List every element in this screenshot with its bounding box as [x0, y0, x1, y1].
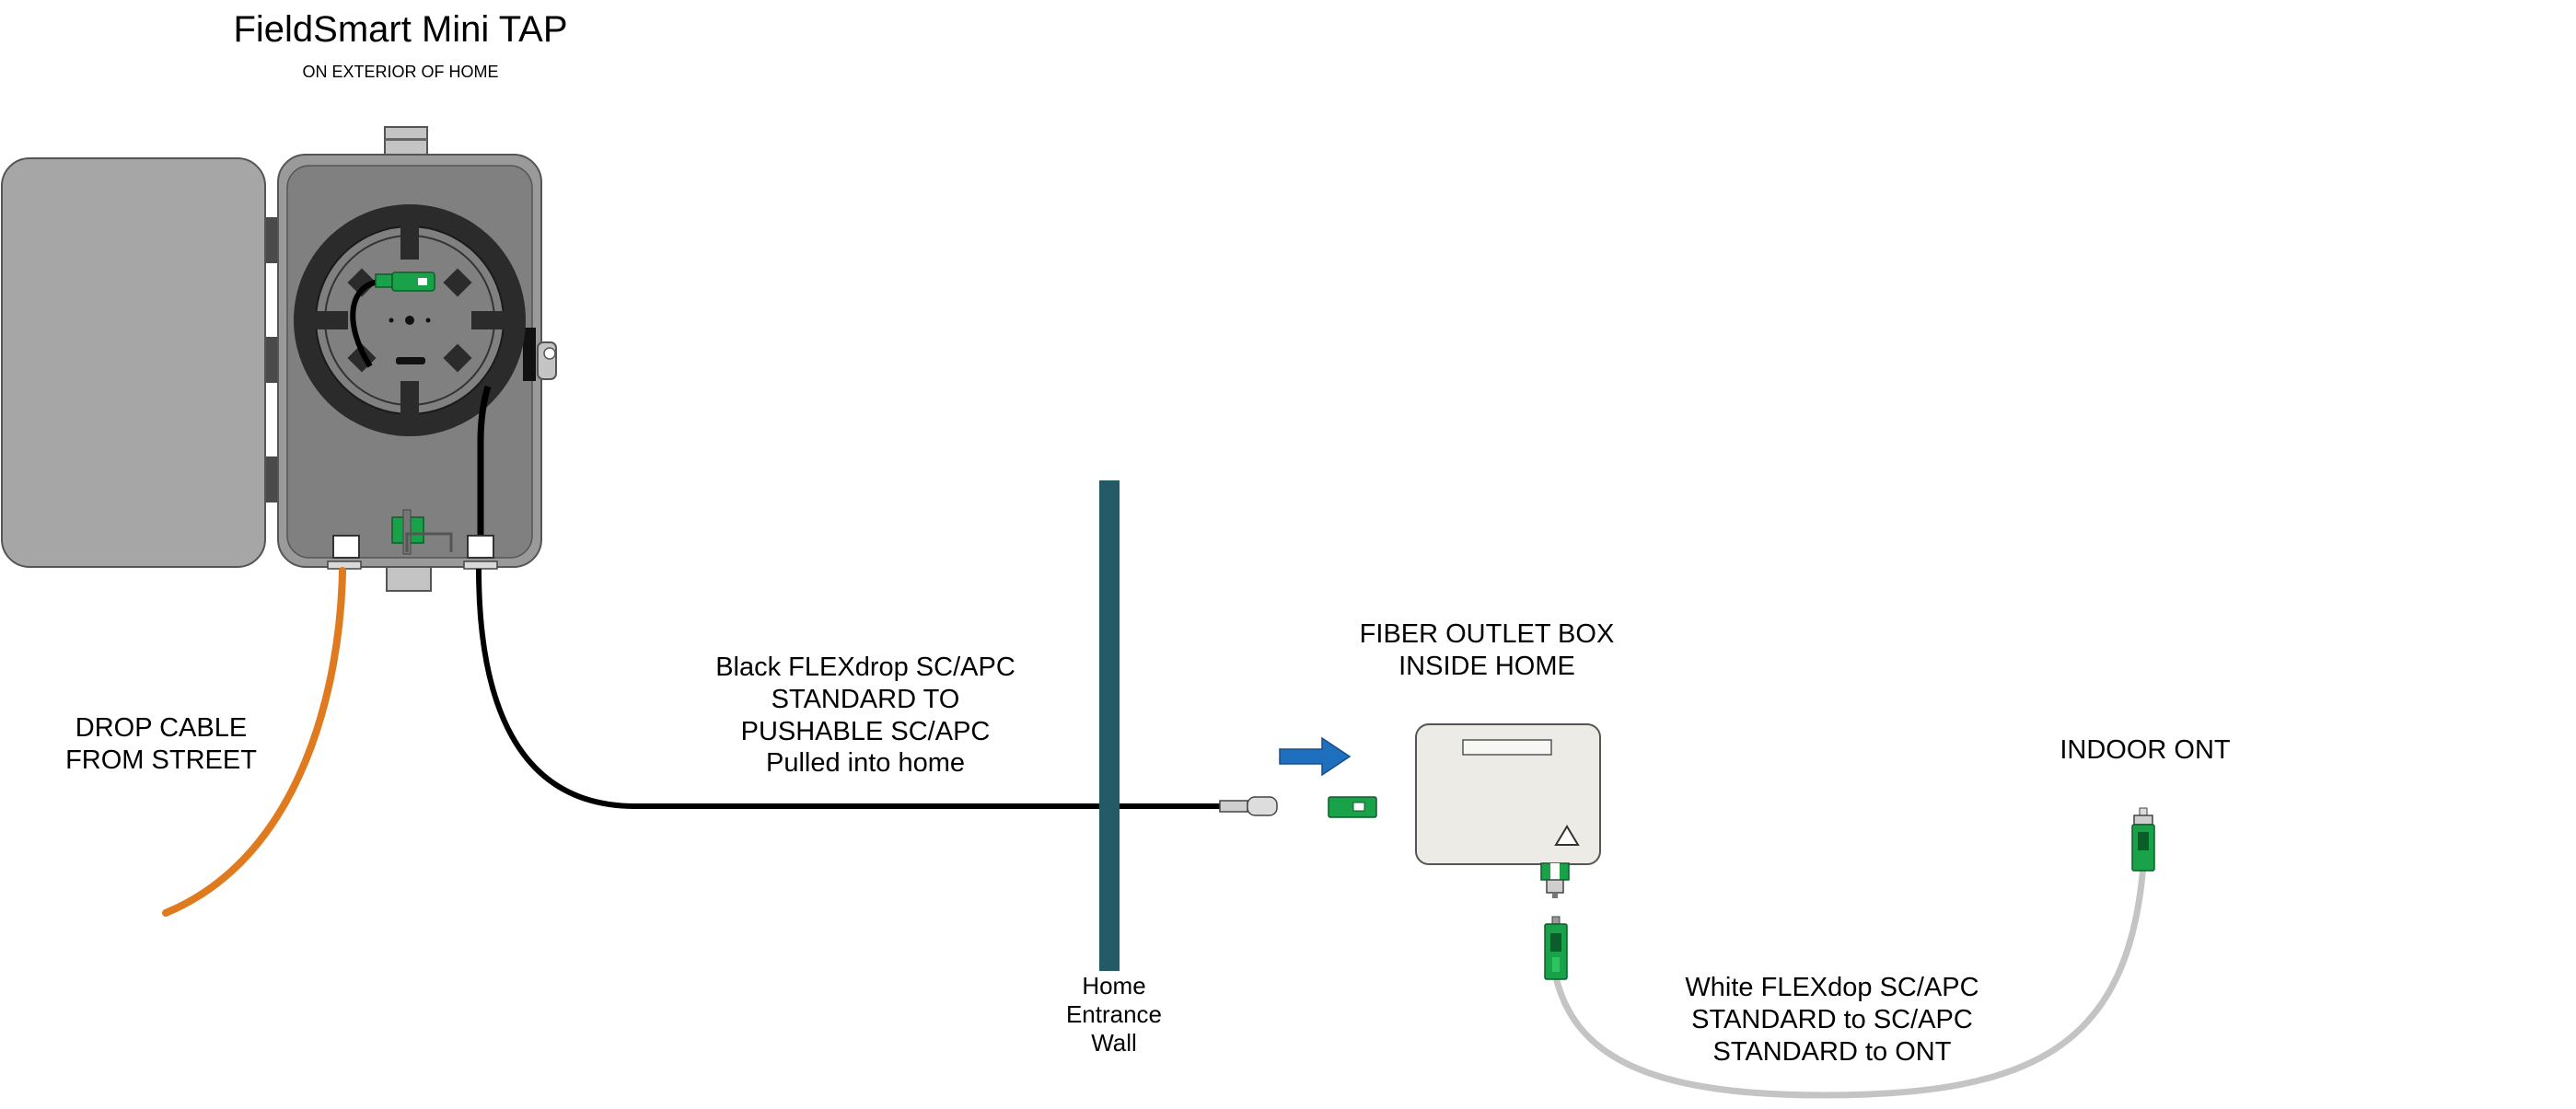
white-flexdrop-label-line: White FLEXdop SC/APC — [1685, 973, 1979, 1002]
fiber-outlet-box — [1415, 723, 1601, 898]
white-flexdrop-cable — [1552, 861, 2147, 1099]
drop-cable-label: DROP CABLE FROM STREET — [28, 712, 295, 777]
drop-cable — [162, 567, 346, 917]
green-sc-connector-loose — [1328, 796, 1377, 818]
fiber-outlet-label: FIBER OUTLET BOX INSIDE HOME — [1317, 618, 1657, 683]
white-flexdrop-label-line: STANDARD to ONT — [1712, 1036, 1952, 1067]
black-flexdrop-label-line: Black FLEXdrop SC/APC — [715, 653, 1015, 682]
hinge — [261, 337, 282, 383]
green-sc-connector — [391, 271, 435, 292]
fiber-outlet-label-line: FIBER OUTLET BOX — [1359, 619, 1615, 649]
white-flexdrop-label: White FLEXdop SC/APC STANDARD to SC/APC … — [1602, 972, 2062, 1068]
cable-port — [467, 535, 494, 559]
wall-label: Home Entrance Wall — [1013, 972, 1215, 1058]
cable-port — [332, 535, 360, 559]
indoor-ont-label: INDOOR ONT — [2060, 735, 2231, 765]
coiled-fiber — [350, 279, 380, 368]
hinge — [261, 456, 282, 503]
black-flexdrop-cable — [476, 568, 1220, 809]
white-flexdrop-label-line: STANDARD to SC/APC — [1691, 1004, 1973, 1034]
fiber-outlet-label-line: INSIDE HOME — [1398, 651, 1575, 681]
enclosure-door — [1, 157, 266, 568]
top-tab — [384, 126, 428, 159]
black-flexdrop-label-line: STANDARD TO — [771, 684, 960, 714]
wall-label-line: Home — [1082, 972, 1146, 999]
drop-cable-label-line: FROM STREET — [65, 745, 257, 775]
wall-label-line: Entrance — [1065, 1000, 1163, 1029]
black-flexdrop-label-line: PUSHABLE SC/APC — [740, 716, 991, 746]
wall-label-line: Wall — [1091, 1029, 1137, 1057]
diagram-title: FieldSmart Mini TAP — [233, 9, 568, 50]
right-arrow-icon — [1279, 736, 1352, 777]
triangle-icon — [1554, 825, 1580, 846]
diagram-subtitle: ON EXTERIOR OF HOME — [302, 63, 499, 81]
drop-cable-label-line: DROP CABLE — [75, 713, 248, 743]
home-entrance-wall — [1099, 480, 1120, 971]
outlet-label-slot — [1462, 739, 1552, 756]
mini-tap-enclosure — [1, 126, 557, 592]
pushable-connector — [1219, 800, 1248, 813]
latch-bar — [523, 328, 536, 381]
hinge — [261, 217, 282, 263]
black-flexdrop-label: Black FLEXdrop SC/APC STANDARD TO PUSHAB… — [644, 652, 1086, 780]
black-flexdrop-label-line: Pulled into home — [765, 748, 966, 779]
